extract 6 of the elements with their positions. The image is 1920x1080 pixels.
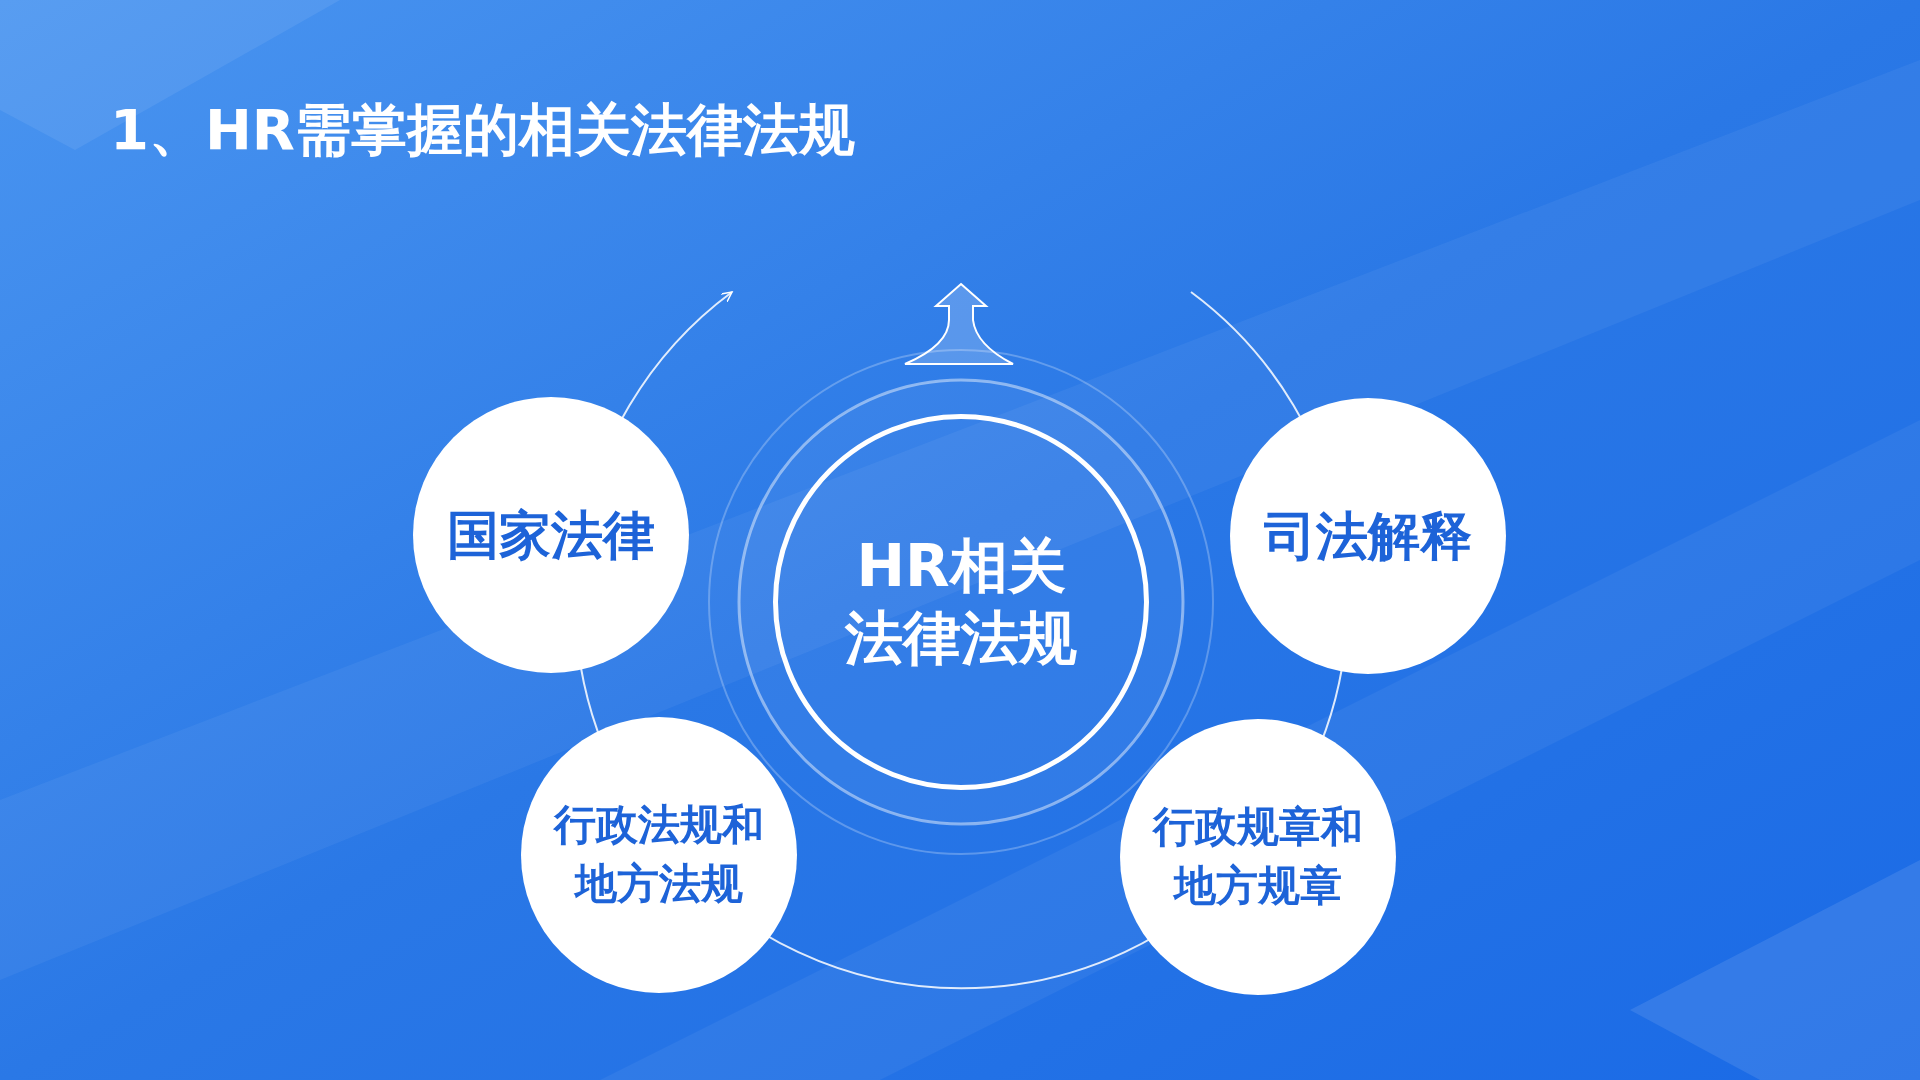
circle-label: 司法解释 bbox=[1263, 504, 1473, 568]
circle-label: 行政规章和地方规章 bbox=[1151, 801, 1364, 912]
circle-label: HR相关法律法规 bbox=[843, 530, 1078, 674]
circle-label: 国家法律 bbox=[446, 503, 656, 567]
circle-label: 行政法规和地方法规 bbox=[552, 799, 765, 910]
title: 1、HR需掌握的相关法律法规 bbox=[110, 96, 855, 164]
